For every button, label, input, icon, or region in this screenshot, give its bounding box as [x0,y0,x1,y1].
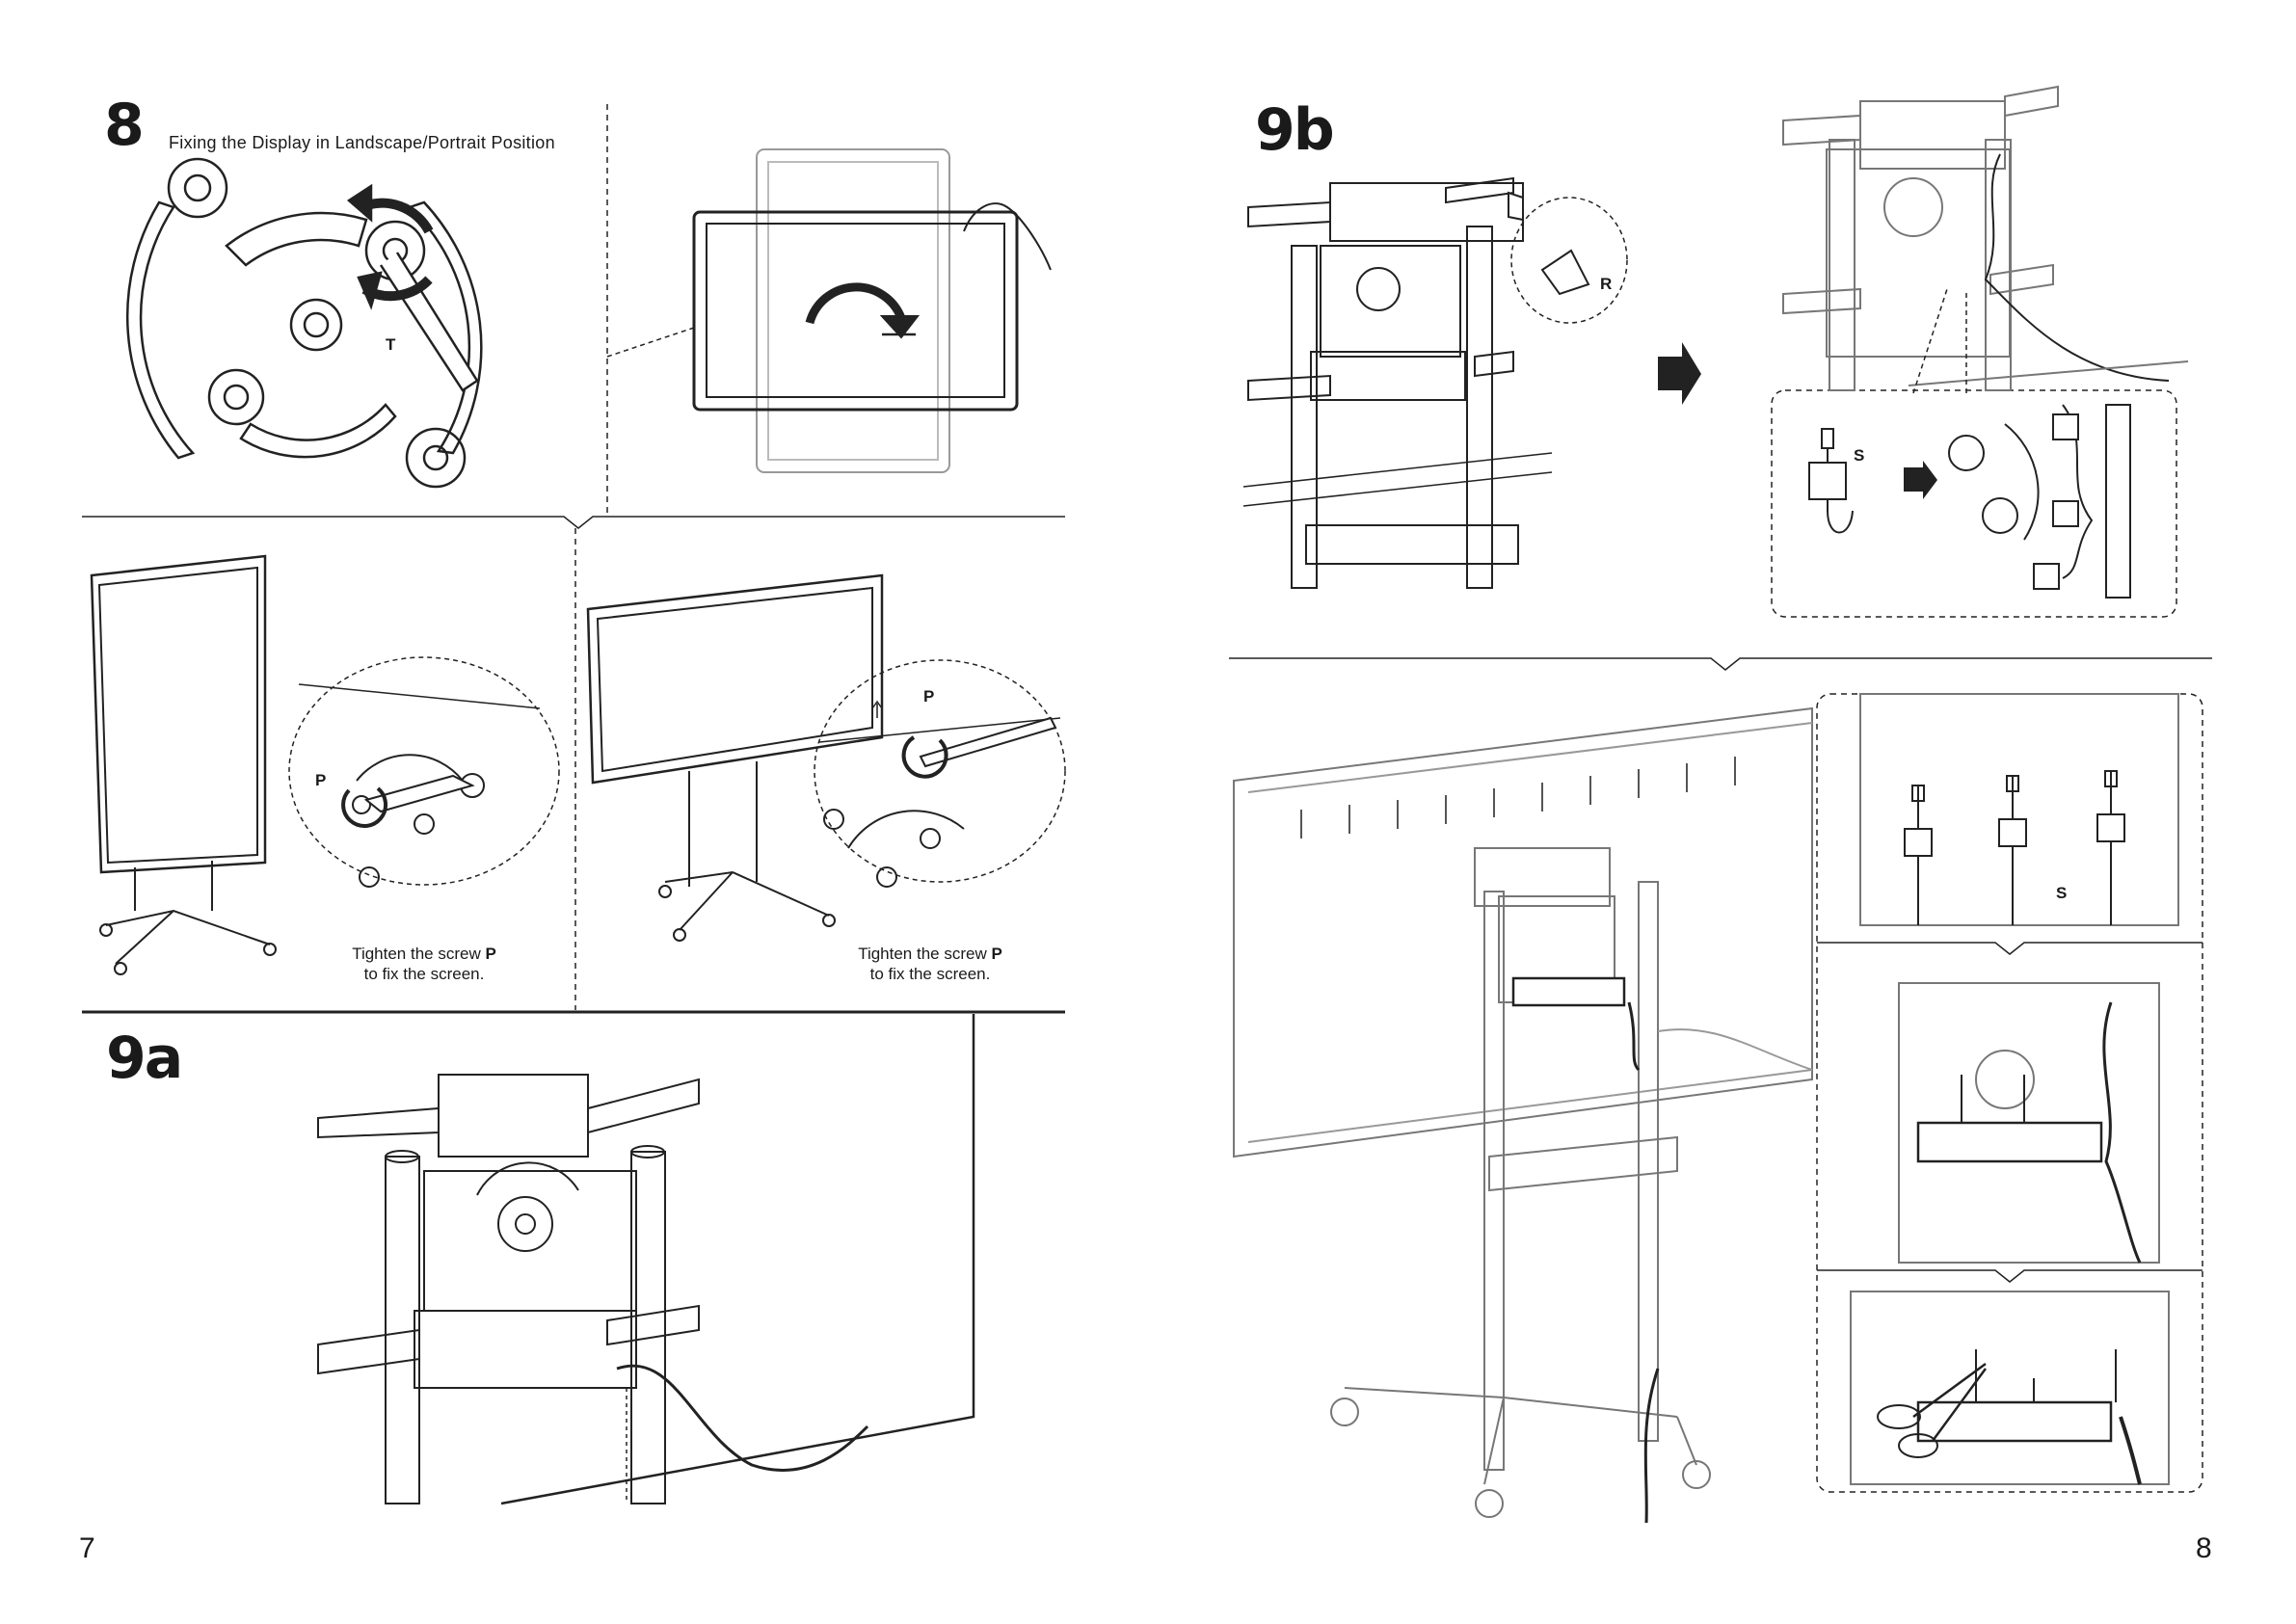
left-page-dividers [82,104,1065,1012]
landscape-stand-illustration [588,575,1065,941]
step-8-number: 8 [104,96,143,154]
part-label-s-2: S [2056,884,2067,903]
step-8-title: Fixing the Display in Landscape/Portrait… [169,133,555,153]
caption-tighten-screw-1: Tighten the screw P to fix the screen. [318,944,530,984]
cable-tie-detail [1809,289,2130,598]
page-number-left: 7 [79,1532,95,1565]
cable-tie-zoom-2 [1899,983,2159,1263]
step-9b-number: 9b [1255,101,1333,159]
page-number-right: 8 [2196,1532,2212,1565]
right-page-dividers [1229,390,2212,1492]
part-label-s-1: S [1854,446,1864,466]
step9b-stand-illustration [1243,178,1701,588]
step9b-lower-stand [1234,708,1812,1523]
cable-tie-zoom-1 [1860,694,2178,925]
portrait-stand-illustration [92,556,559,974]
tool-label-t: T [386,335,395,355]
screw-label-p-1: P [315,771,326,790]
display-rotation-illustration [607,149,1051,472]
rotation-plate-illustration [127,159,481,487]
screw-label-p-2: P [923,687,934,706]
step9a-stand-illustration [318,1014,974,1504]
part-label-r: R [1600,275,1612,294]
cable-tie-zoom-3 [1851,1291,2169,1484]
caption-tighten-screw-2: Tighten the screw P to fix the screen. [824,944,1036,984]
step9b-stand-zoom [1783,87,2188,390]
step-9a-number: 9a [106,1029,181,1087]
